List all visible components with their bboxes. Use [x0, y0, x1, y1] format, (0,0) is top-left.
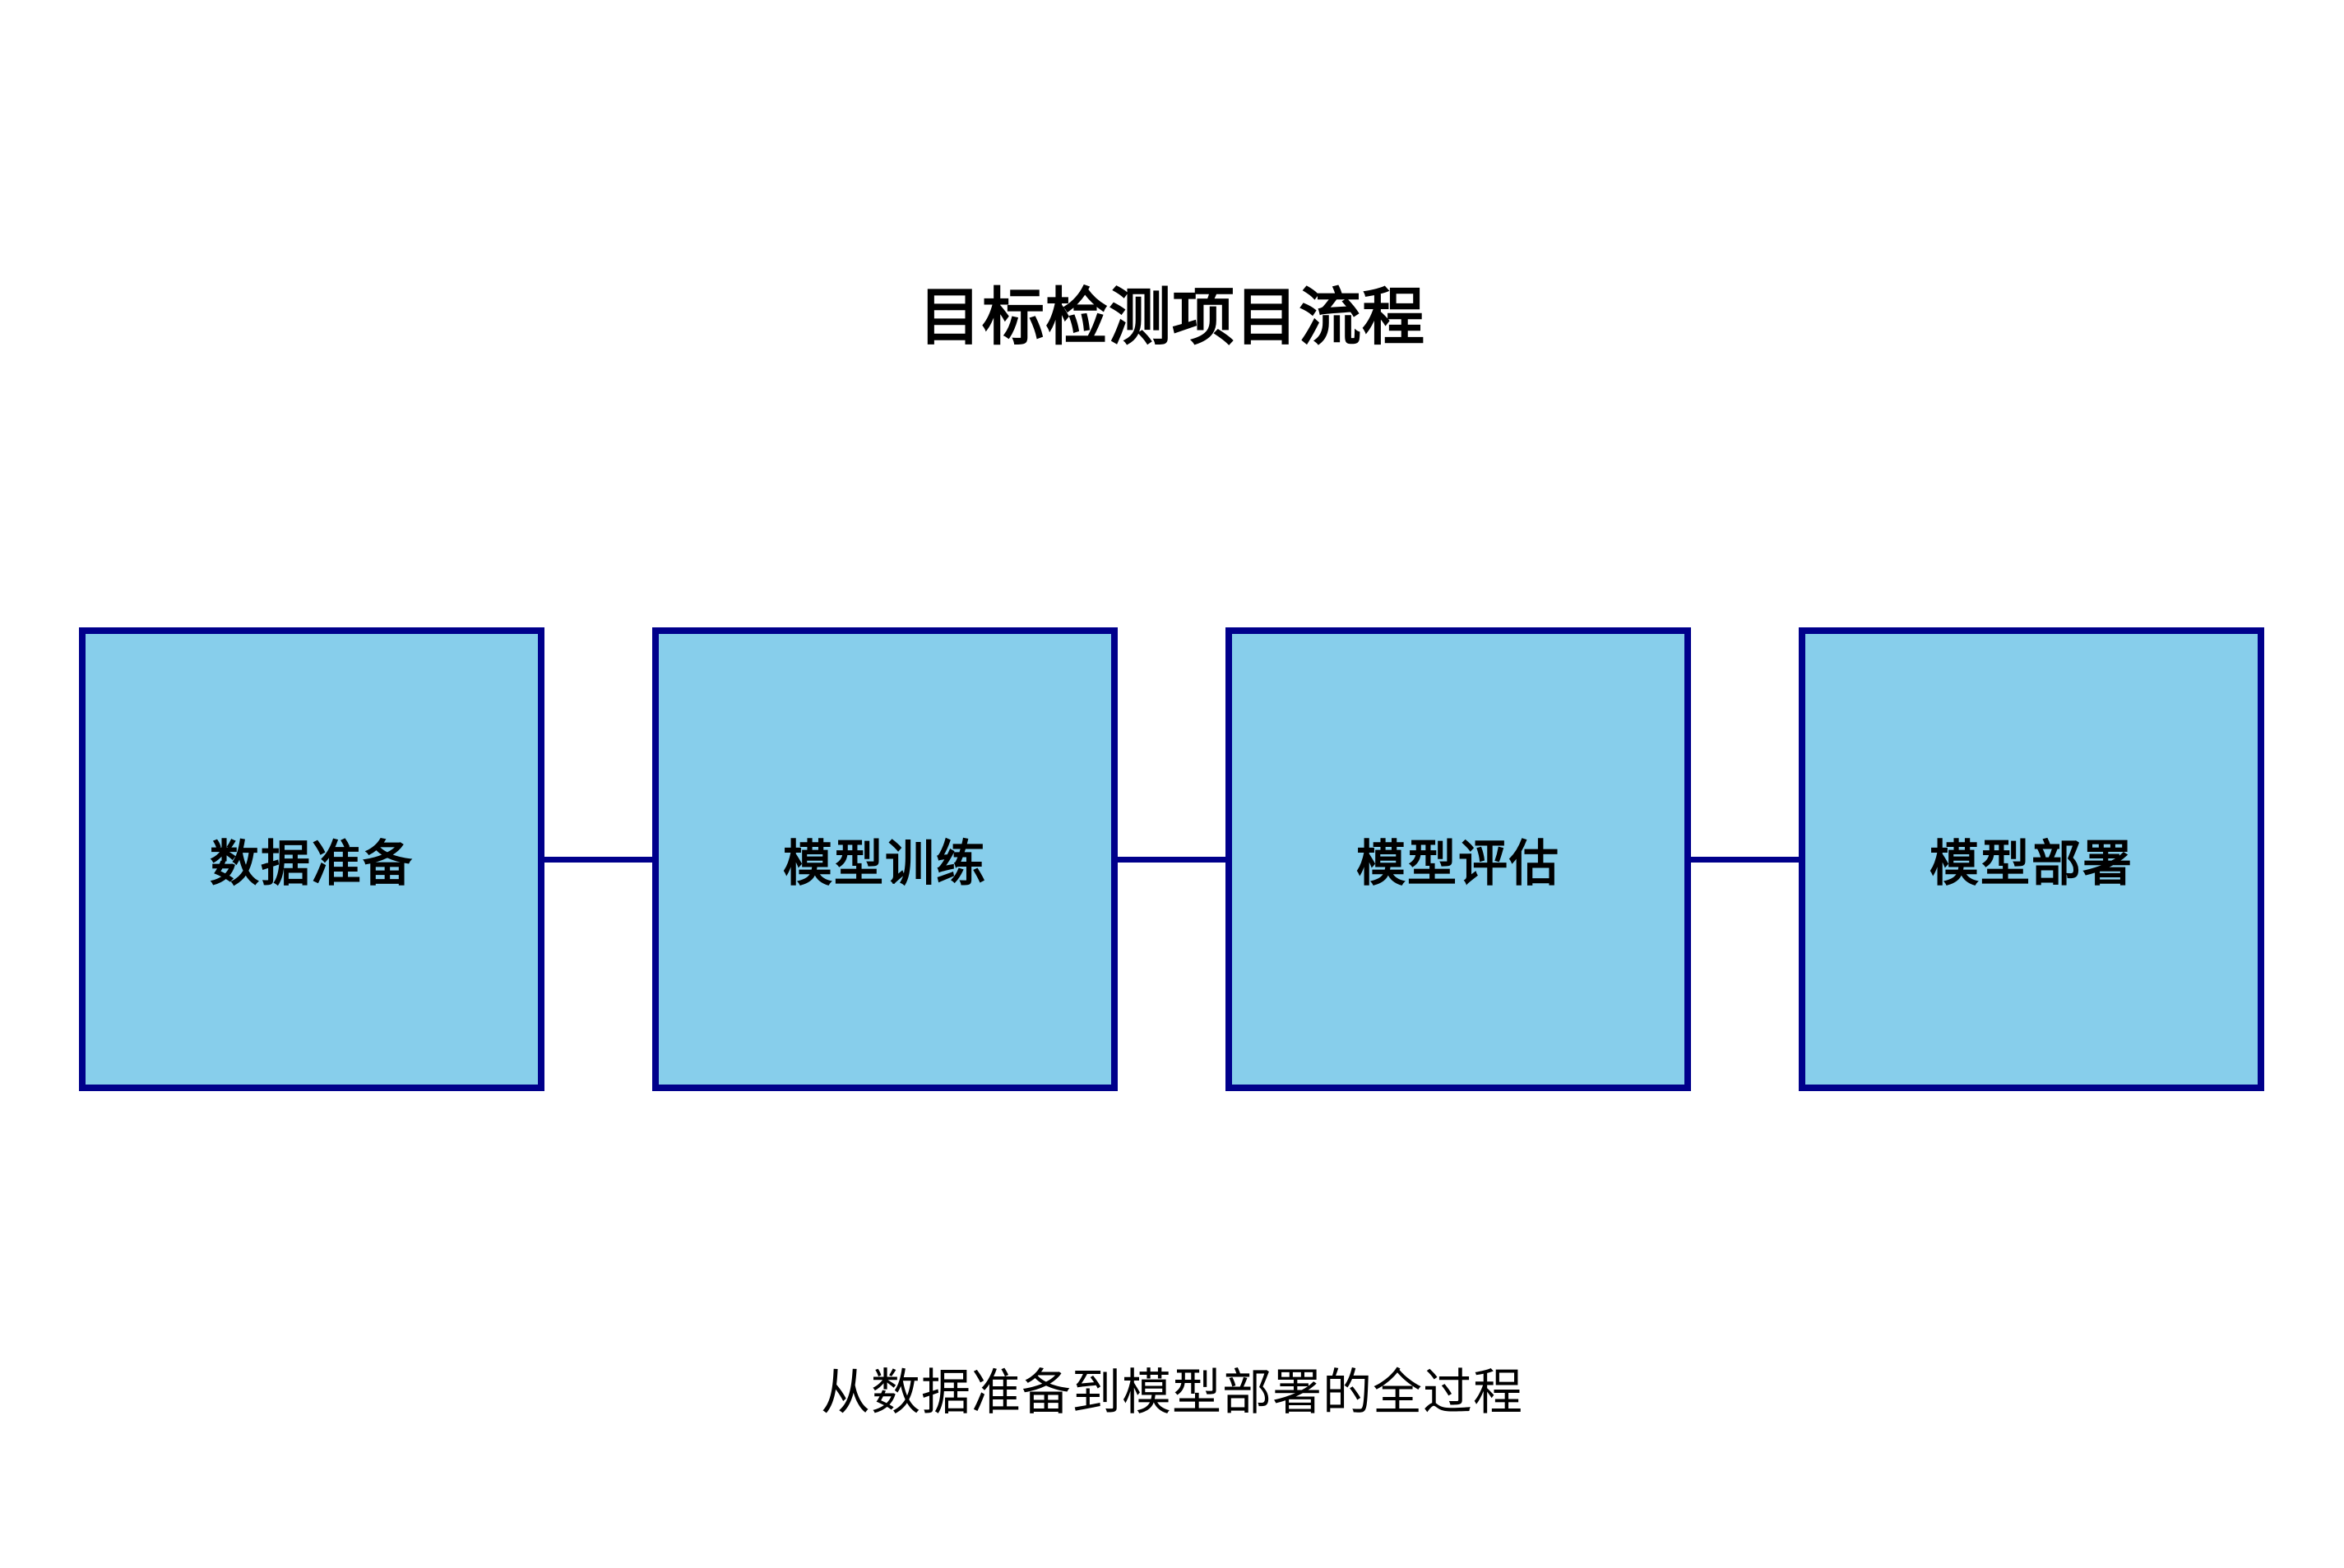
- diagram-title: 目标检测项目流程: [919, 283, 1425, 353]
- connector-line: [1118, 856, 1225, 863]
- step-label: 模型部署: [1929, 835, 2133, 891]
- step-label: 模型评估: [1356, 835, 1560, 891]
- step-label: 数据准备: [210, 835, 414, 891]
- flow-diagram: 数据准备 模型训练 模型评估 模型部署: [79, 627, 2264, 1091]
- diagram-caption: 从数据准备到模型部署的全过程: [821, 1365, 1523, 1420]
- flow-step-data-preparation: 数据准备: [79, 627, 544, 1091]
- connector-line: [544, 856, 652, 863]
- step-label: 模型训练: [783, 835, 987, 891]
- connector-line: [1691, 856, 1799, 863]
- flow-step-model-training: 模型训练: [652, 627, 1118, 1091]
- flow-step-model-deployment: 模型部署: [1799, 627, 2264, 1091]
- flow-step-model-evaluation: 模型评估: [1225, 627, 1691, 1091]
